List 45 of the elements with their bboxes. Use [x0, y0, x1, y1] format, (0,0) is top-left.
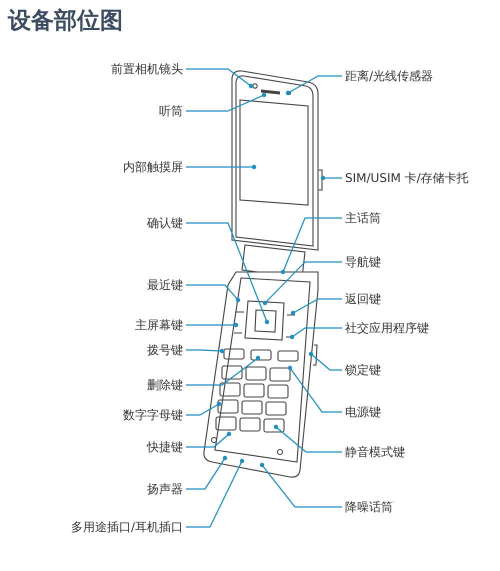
- leader-line: [186, 164, 256, 170]
- leader-line: [186, 456, 228, 490]
- leader-line: [308, 352, 342, 371]
- leader-line: [262, 261, 342, 306]
- part-label: 主话筒: [345, 210, 381, 226]
- part-label: 降噪话筒: [345, 499, 393, 515]
- part-label: 返回键: [345, 291, 381, 307]
- leader-line: [186, 284, 240, 302]
- leader-line: [186, 356, 260, 386]
- leader-line: [186, 432, 232, 448]
- part-label: 前置相机镜头: [111, 61, 183, 77]
- part-label: 电源键: [345, 404, 381, 420]
- leader-line: [186, 348, 224, 354]
- part-label: 锁定键: [345, 362, 381, 378]
- part-label: 导航键: [345, 254, 381, 270]
- leader-line: [290, 298, 342, 316]
- leader-line: [274, 424, 342, 453]
- leader-line: [186, 402, 222, 416]
- part-label: 最近键: [147, 277, 183, 293]
- leader-line: [286, 75, 342, 96]
- part-label: 删除键: [147, 377, 183, 393]
- part-label: 确认键: [147, 215, 183, 231]
- part-label: 扬声器: [147, 481, 183, 497]
- part-label: 主屏幕键: [135, 317, 183, 333]
- part-label: 拨号键: [147, 342, 183, 358]
- leader-line: [260, 462, 342, 508]
- part-label: 数字字母键: [123, 407, 183, 423]
- part-label: 内部触摸屏: [123, 159, 183, 175]
- leader-line: [186, 92, 266, 112]
- part-label: 距离/光线传感器: [345, 68, 434, 84]
- leader-line: [290, 327, 342, 340]
- leader-line: [186, 458, 244, 528]
- leader-line: [288, 366, 342, 413]
- page-title: 设备部位图: [8, 7, 123, 36]
- leader-line: [280, 217, 342, 274]
- part-label: 社交应用程序键: [345, 320, 429, 336]
- leader-line: [186, 68, 254, 88]
- part-label: 多用途插口/耳机插口: [70, 519, 183, 535]
- part-label: 听筒: [159, 103, 183, 119]
- part-label: 快捷键: [147, 439, 183, 455]
- part-label: 静音模式键: [345, 444, 405, 460]
- part-label: SIM/USIM 卡/存储卡托: [345, 170, 469, 186]
- leader-line: [186, 222, 270, 324]
- leader-line: [320, 176, 342, 180]
- leader-line: [186, 322, 238, 328]
